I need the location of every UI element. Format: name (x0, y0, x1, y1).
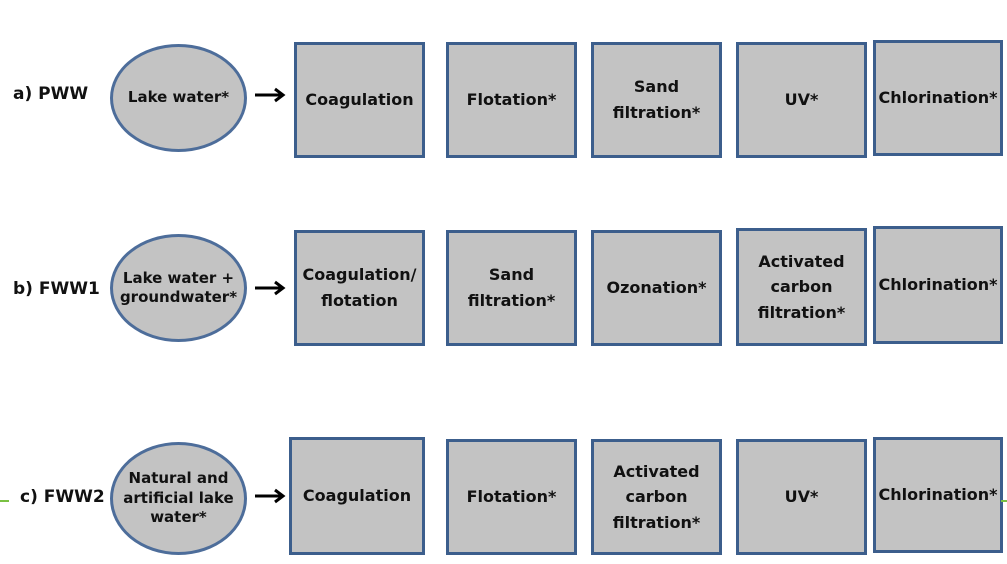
row-b-step-1-box: Coagulation/ flotation (294, 230, 425, 346)
row-c-arrow-icon (255, 488, 286, 504)
row-c-step-4-box: UV* (736, 439, 867, 555)
row-a-step-5-box: Chlorination* (873, 40, 1003, 156)
row-b-arrow-icon (255, 280, 286, 296)
row-a-step-1-box: Coagulation (294, 42, 425, 158)
row-c-label: c) FWW2 (20, 487, 105, 507)
row-b-step-4-box: Activated carbon filtration* (736, 228, 867, 346)
row-a-label: a) PWW (13, 84, 89, 104)
row-a-source-ellipse: Lake water* (110, 44, 247, 152)
row-b-label: b) FWW1 (13, 279, 100, 299)
right-green-tick (1001, 500, 1007, 502)
row-c-step-5-box: Chlorination* (873, 437, 1003, 553)
row-c-step-2-box: Flotation* (446, 439, 577, 555)
left-green-tick (0, 500, 9, 502)
row-b-step-5-box: Chlorination* (873, 226, 1003, 344)
row-b-step-2-box: Sand filtration* (446, 230, 577, 346)
row-b-source-ellipse: Lake water + groundwater* (110, 234, 247, 342)
row-a-step-2-box: Flotation* (446, 42, 577, 158)
row-b-step-3-box: Ozonation* (591, 230, 722, 346)
row-c-step-1-box: Coagulation (289, 437, 425, 555)
row-a-step-3-box: Sand filtration* (591, 42, 722, 158)
row-a-step-4-box: UV* (736, 42, 867, 158)
row-c-source-ellipse: Natural and artificial lake water* (110, 442, 247, 555)
row-a-arrow-icon (255, 87, 286, 103)
row-c-step-3-box: Activated carbon filtration* (591, 439, 722, 555)
